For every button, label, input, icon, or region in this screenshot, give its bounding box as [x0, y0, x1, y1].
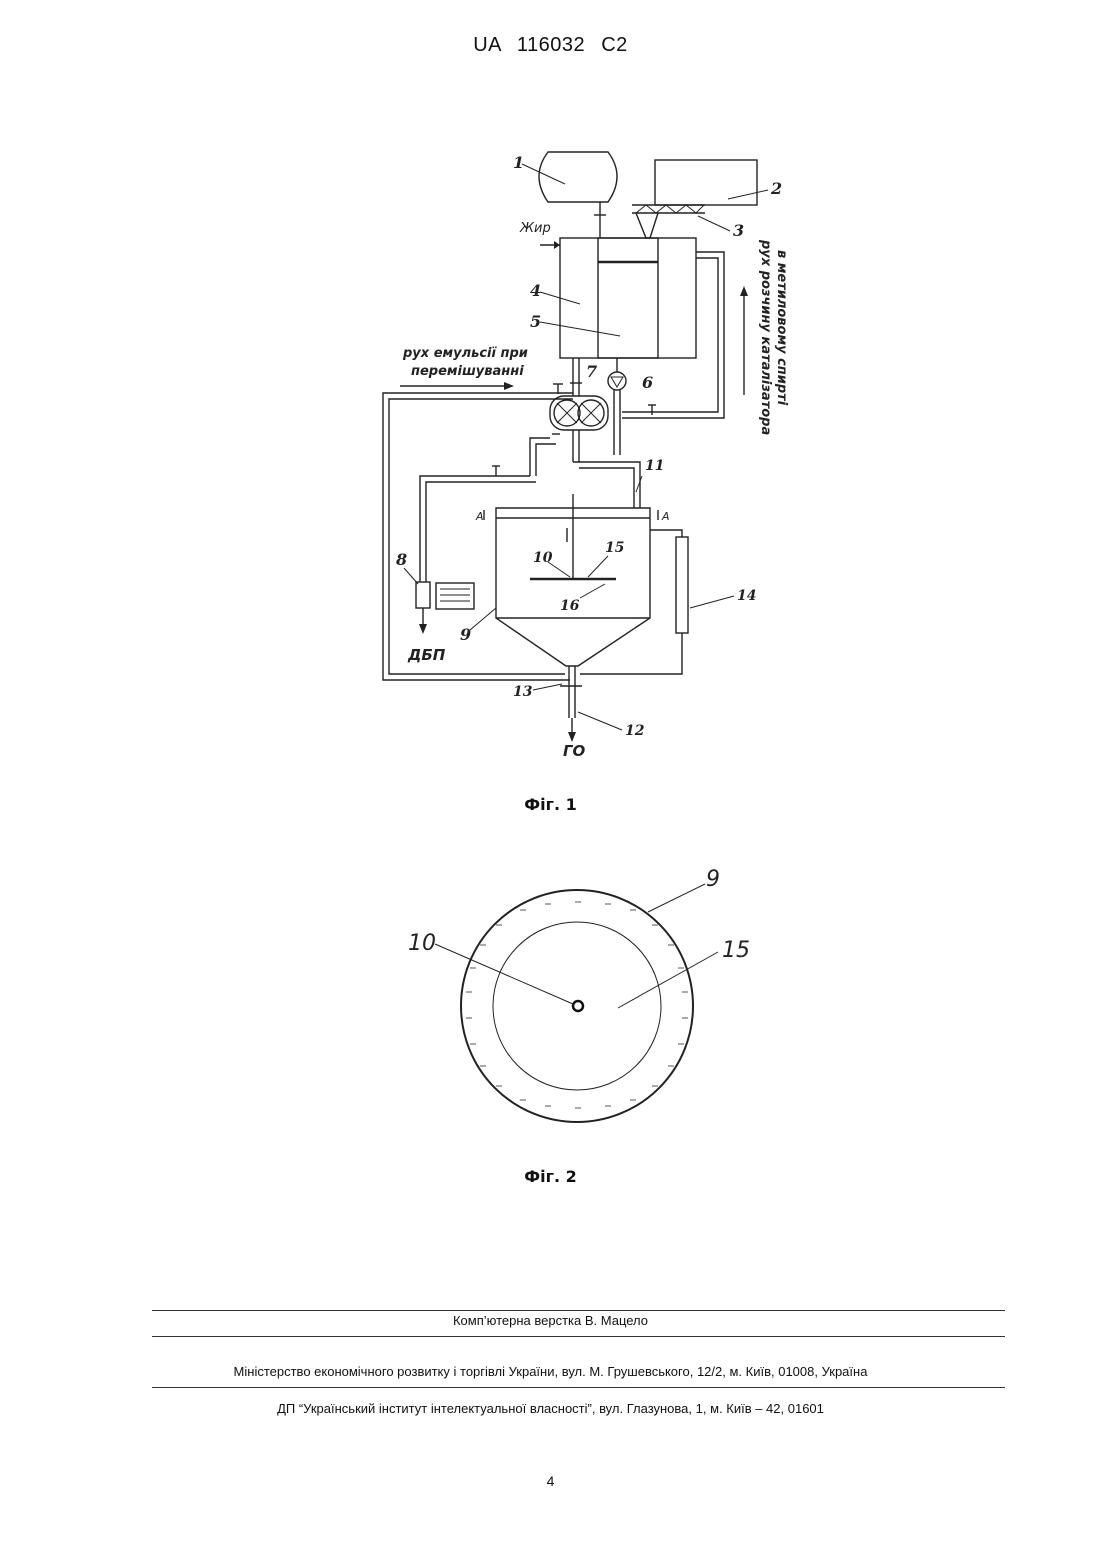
footer-rule-3	[152, 1387, 1005, 1388]
page-number: 4	[0, 1473, 1101, 1489]
fig2-num-10: 10	[408, 931, 436, 956]
liquid-hatching	[466, 902, 688, 1108]
footer-layout-credit: Комп’ютерна верстка В. Мацело	[0, 1313, 1101, 1328]
footer-rule-2	[152, 1336, 1005, 1337]
footer-rule-1	[152, 1310, 1005, 1311]
shaft-circle	[573, 1001, 583, 1011]
figure-2-caption: Фіг. 2	[0, 1167, 1101, 1186]
vessel-outer-circle	[461, 890, 693, 1122]
fig2-num-9: 9	[706, 867, 720, 892]
footer-ministry: Міністерство економічного розвитку і тор…	[0, 1364, 1101, 1379]
footer-institute: ДП “Український інститут інтелектуальної…	[0, 1401, 1101, 1416]
disk-circle	[493, 922, 661, 1090]
fig2-num-15: 15	[722, 938, 750, 963]
